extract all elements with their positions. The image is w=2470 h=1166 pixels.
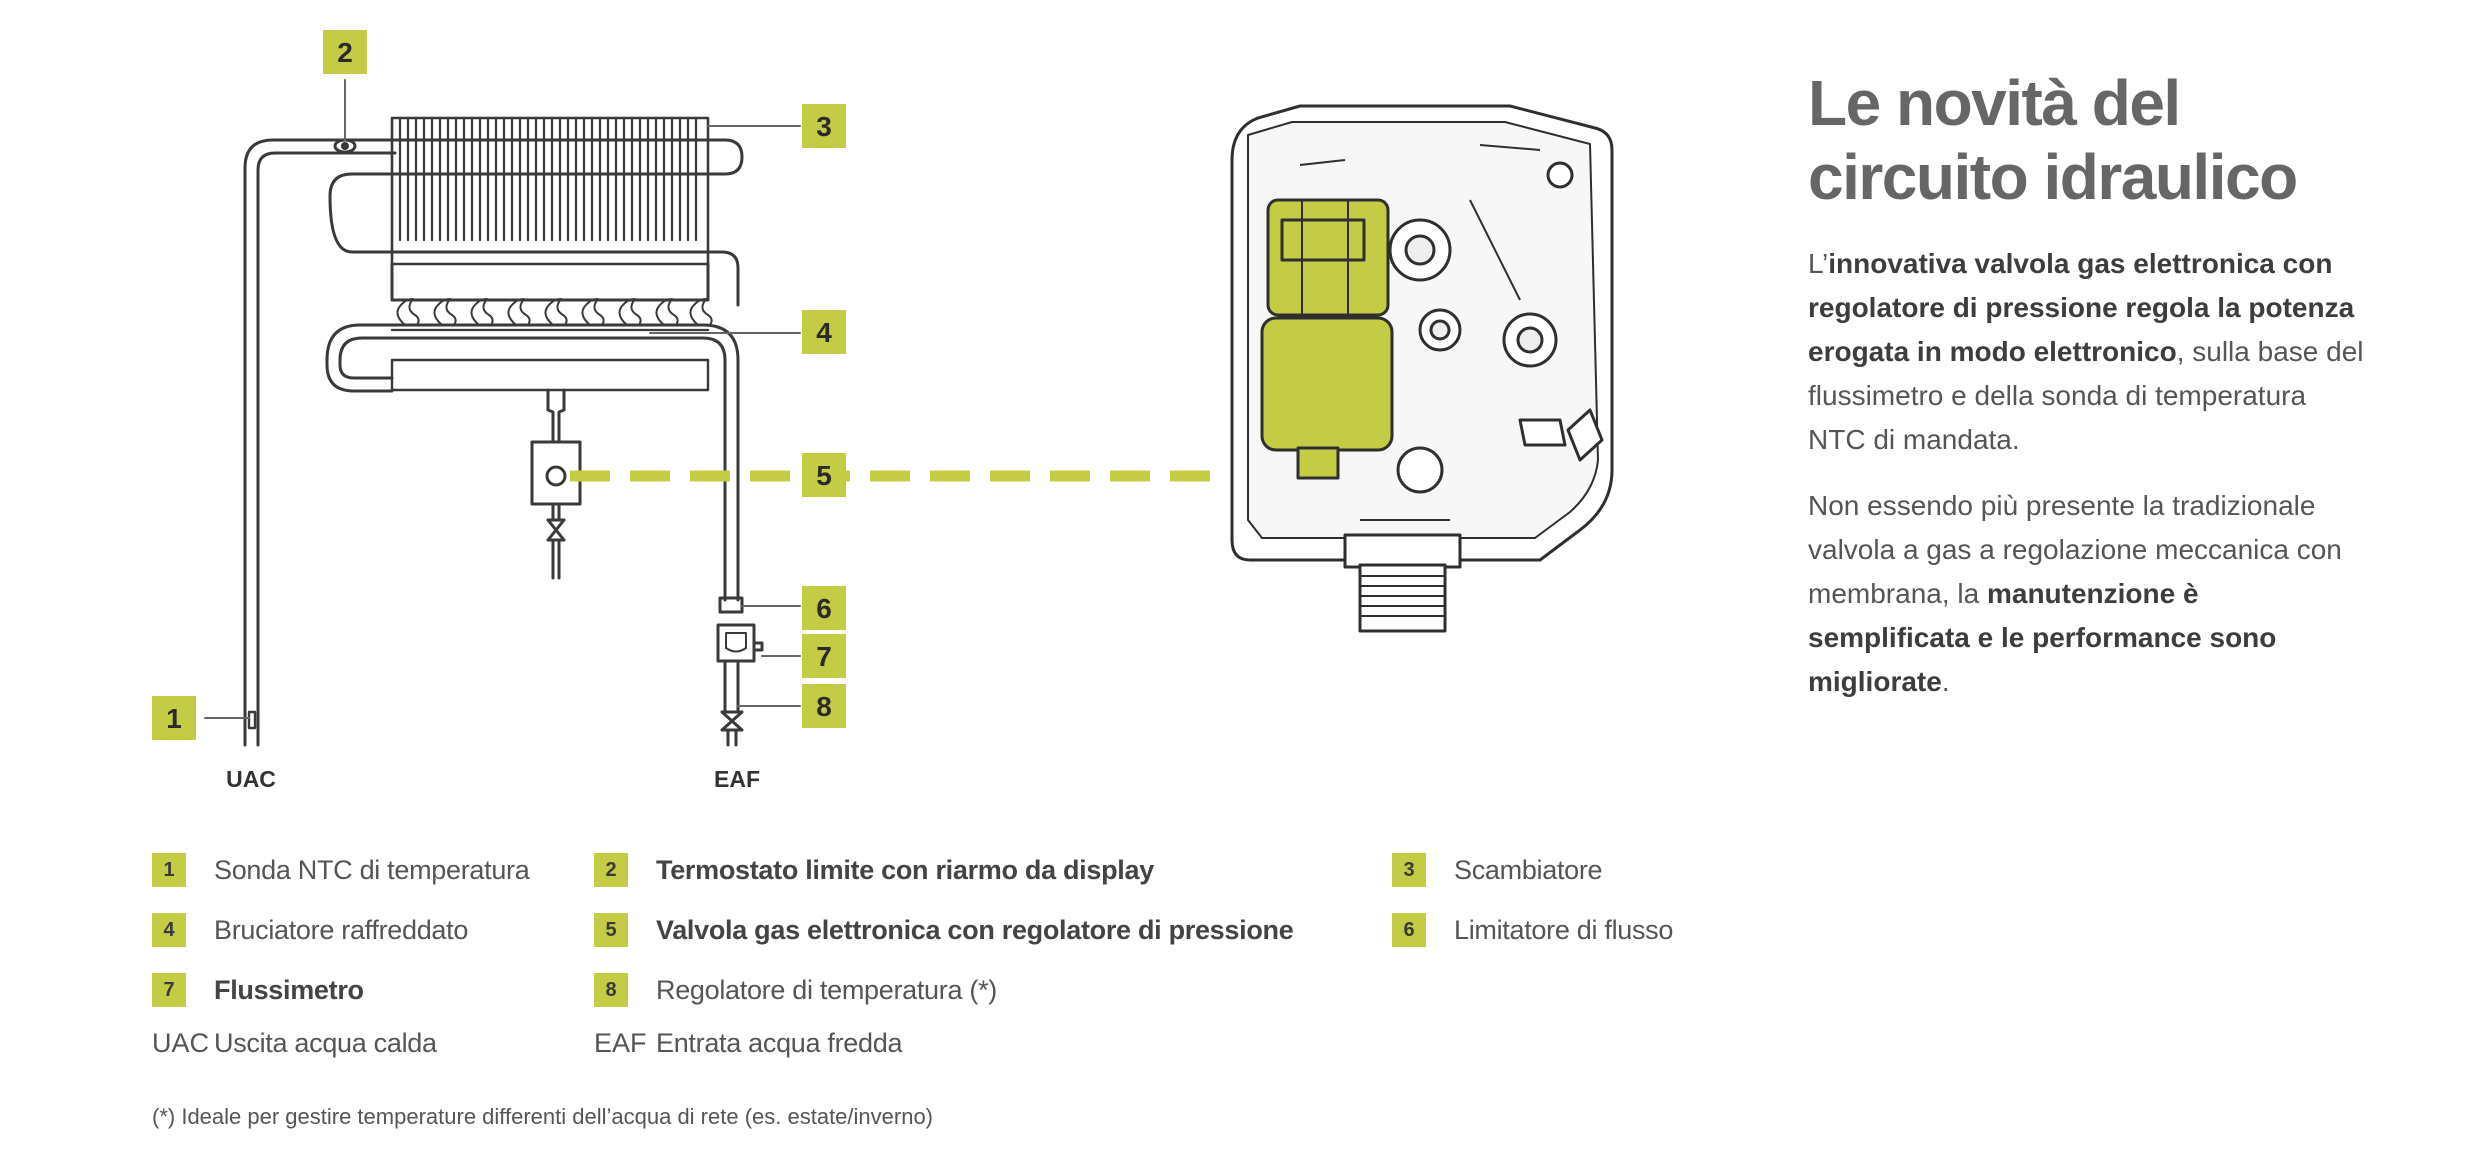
leader-lines bbox=[204, 79, 801, 719]
p2-strong: manutenzione è semplificata e le perform… bbox=[1808, 578, 2277, 697]
legend-item-7: 7 Flussimetro bbox=[152, 973, 364, 1007]
legend-label: Limitatore di flusso bbox=[1454, 914, 1674, 945]
panel-title-line1: Le novità del bbox=[1808, 67, 2181, 139]
legend-label: Termostato limite con riarmo da display bbox=[656, 854, 1154, 885]
legend-abbr-code: UAC bbox=[152, 1028, 210, 1058]
hydraulic-circuit-diagram: 2 3 4 5 6 7 8 1 UAC EAF bbox=[152, 30, 1614, 792]
legend-key: 3 bbox=[1392, 853, 1426, 887]
p2-post: . bbox=[1941, 666, 1950, 697]
gas-valve-illustration bbox=[1230, 104, 1614, 633]
p2-pre: Non essendo più presente la tradizionale… bbox=[1808, 490, 2342, 609]
legend-label: Sonda NTC di temperatura bbox=[214, 854, 530, 885]
svg-text:5: 5 bbox=[816, 460, 832, 491]
hot-water-pipe bbox=[243, 138, 744, 747]
tag-4: 4 bbox=[802, 310, 846, 354]
burner bbox=[390, 262, 713, 392]
tag-6: 6 bbox=[802, 586, 846, 630]
tag-7: 7 bbox=[802, 634, 846, 678]
p1-post: , sulla base del flussimetro e della son… bbox=[1808, 336, 2364, 455]
legend-abbr-eaf: EAF Entrata acqua fredda bbox=[594, 1028, 902, 1059]
panel-title: Le novità del circuito idraulico bbox=[1808, 66, 2368, 214]
svg-text:7: 7 bbox=[816, 641, 832, 672]
tag-group: 2 3 4 5 6 7 8 1 bbox=[152, 30, 846, 740]
legend-key: 6 bbox=[1392, 913, 1426, 947]
tag-5: 5 bbox=[802, 453, 846, 497]
p1-strong: innovativa valvola gas elettronica con r… bbox=[1808, 248, 2355, 367]
legend-label: Regolatore di temperatura (*) bbox=[656, 974, 997, 1005]
legend-abbr-code: EAF bbox=[594, 1028, 647, 1058]
legend-label: Entrata acqua fredda bbox=[656, 1028, 903, 1058]
legend-item-4: 4 Bruciatore raffreddato bbox=[152, 913, 468, 947]
legend-abbr-uac: UAC Uscita acqua calda bbox=[152, 1028, 437, 1059]
legend-label: Scambiatore bbox=[1454, 854, 1603, 885]
legend-key: 8 bbox=[594, 973, 628, 1007]
p1-pre: L’ bbox=[1808, 248, 1829, 279]
panel-paragraph-2: Non essendo più presente la tradizionale… bbox=[1808, 484, 2368, 704]
panel-title-line2: circuito idraulico bbox=[1808, 141, 2298, 213]
footnote: (*) Ideale per gestire temperature diffe… bbox=[152, 1104, 934, 1129]
heat-exchanger bbox=[390, 116, 710, 266]
port-label-uac: UAC bbox=[226, 766, 276, 792]
tag-8: 8 bbox=[802, 684, 846, 728]
limit-thermostat bbox=[333, 138, 357, 154]
legend-label: Uscita acqua calda bbox=[214, 1028, 437, 1058]
legend-item-2: 2 Termostato limite con riarmo da displa… bbox=[594, 853, 1154, 887]
legend-item-6: 6 Limitatore di flusso bbox=[1392, 913, 1673, 947]
panel-paragraph-1: L’innovativa valvola gas elettronica con… bbox=[1808, 242, 2368, 462]
legend-item-1: 1 Sonda NTC di temperatura bbox=[152, 853, 530, 887]
legend-item-3: 3 Scambiatore bbox=[1392, 853, 1603, 887]
legend-key: 1 bbox=[152, 853, 186, 887]
legend-key: 4 bbox=[152, 913, 186, 947]
legend-key: 2 bbox=[594, 853, 628, 887]
inlet-components bbox=[716, 596, 764, 747]
legend-item-5: 5 Valvola gas elettronica con regolatore… bbox=[594, 913, 1294, 947]
svg-text:2: 2 bbox=[337, 37, 353, 68]
legend-key: 5 bbox=[594, 913, 628, 947]
svg-text:8: 8 bbox=[816, 691, 832, 722]
info-panel: Le novità del circuito idraulico L’innov… bbox=[1808, 66, 2368, 726]
tag-1: 1 bbox=[152, 696, 196, 740]
legend-label: Valvola gas elettronica con regolatore d… bbox=[656, 914, 1294, 945]
port-label-eaf: EAF bbox=[714, 766, 760, 792]
ntc-sensor bbox=[247, 710, 257, 730]
gas-line bbox=[530, 388, 582, 580]
tag-3: 3 bbox=[802, 104, 846, 148]
legend-item-8: 8 Regolatore di temperatura (*) bbox=[594, 973, 997, 1007]
svg-text:6: 6 bbox=[816, 593, 832, 624]
cold-water-pipe bbox=[325, 323, 740, 602]
svg-text:1: 1 bbox=[166, 703, 182, 734]
legend-key: 7 bbox=[152, 973, 186, 1007]
svg-text:4: 4 bbox=[816, 317, 832, 348]
tag-2: 2 bbox=[323, 30, 367, 74]
legend-label: Flussimetro bbox=[214, 974, 364, 1005]
legend-label: Bruciatore raffreddato bbox=[214, 914, 469, 945]
svg-text:3: 3 bbox=[816, 111, 832, 142]
